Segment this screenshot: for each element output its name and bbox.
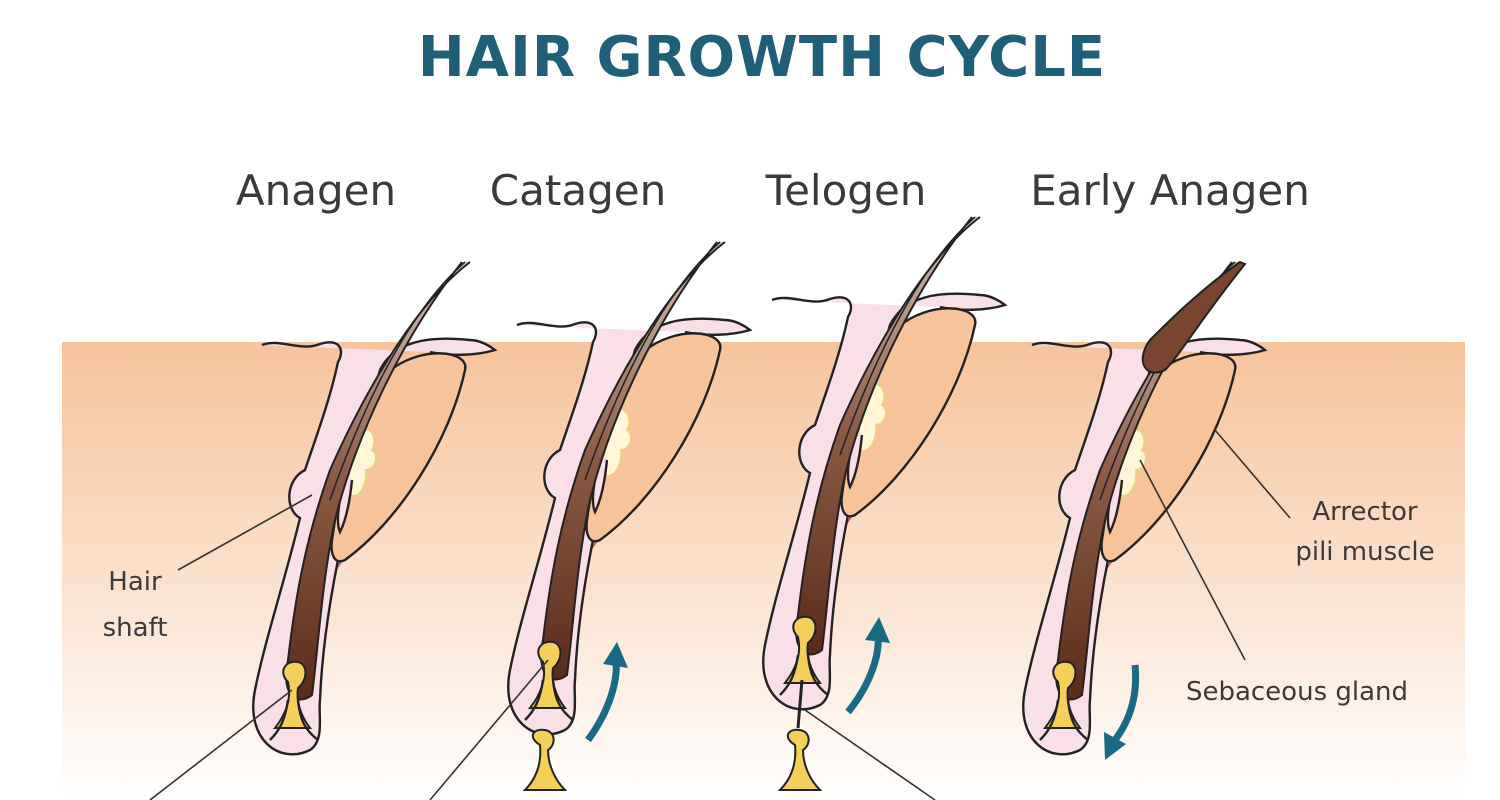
shed-hair-club <box>1141 260 1247 374</box>
pointer-line-2 <box>429 659 549 800</box>
hair-shaft-pointer <box>177 494 313 571</box>
pointer-line-1 <box>149 689 293 800</box>
stage-label-telogen: Telogen <box>765 166 927 215</box>
dermal-papilla-catagen <box>522 728 568 791</box>
label-sebaceous-gland: Sebaceous gland <box>1186 677 1408 707</box>
pointer-line-3 <box>804 709 936 800</box>
arrow-up-telogen <box>845 617 890 715</box>
label-arrector: Arrector <box>1312 497 1418 527</box>
label-shaft: shaft <box>103 613 168 643</box>
label-pili-muscle: pili muscle <box>1295 537 1434 567</box>
stage-label-anagen: Anagen <box>236 166 396 215</box>
stage-label-catagen: Catagen <box>490 166 666 215</box>
sebaceous-gland-pointer <box>1139 459 1246 661</box>
arrow-up-catagen <box>585 642 628 743</box>
telogen-strand <box>796 679 804 729</box>
label-hair: Hair <box>108 567 162 597</box>
stage-label-early-anagen: Early Anagen <box>1030 166 1310 215</box>
arrector-pili-pointer <box>1214 429 1291 519</box>
dermal-papilla-telogen <box>777 728 823 791</box>
arrow-down-early-anagen <box>1104 664 1140 760</box>
diagram-title: HAIR GROWTH CYCLE <box>418 25 1106 90</box>
